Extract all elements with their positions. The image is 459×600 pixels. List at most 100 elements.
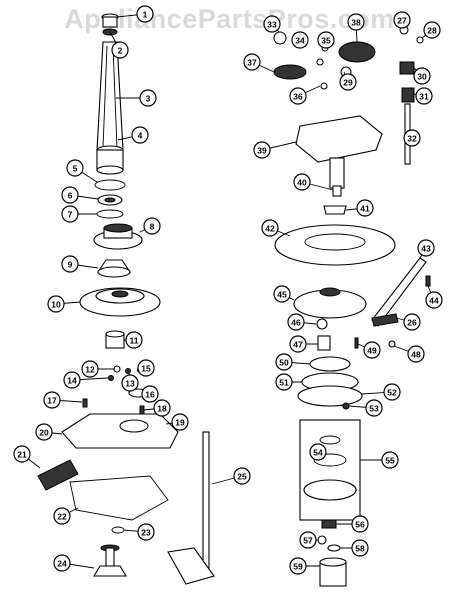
callout-circle	[363, 341, 381, 359]
callout-number: 46	[291, 318, 301, 328]
callout-circle	[13, 445, 31, 463]
callout-number: 58	[355, 544, 365, 554]
callout-number: 12	[85, 365, 95, 375]
callout-circle	[351, 515, 369, 533]
callout-33: 33	[263, 15, 281, 33]
callout-40: 40	[293, 173, 311, 191]
callout-circle	[243, 53, 261, 71]
callout-number: 4	[138, 131, 143, 141]
callout-32: 32	[403, 129, 421, 147]
callout-23: 23	[137, 523, 155, 541]
callout-number: 30	[417, 72, 427, 82]
callout-37: 37	[243, 53, 261, 71]
callout-circle	[293, 173, 311, 191]
callout-22: 22	[53, 507, 71, 525]
callout-number: 38	[351, 18, 361, 28]
callout-48: 48	[407, 345, 425, 363]
callout-circle	[53, 554, 71, 572]
callout-circle	[317, 31, 335, 49]
callout-28: 28	[423, 21, 441, 39]
callout-number: 10	[51, 300, 61, 310]
callout-45: 45	[273, 285, 291, 303]
callout-number: 13	[125, 379, 135, 389]
callout-57: 57	[299, 531, 317, 549]
callout-circle	[347, 13, 365, 31]
callout-circle	[275, 373, 293, 391]
callout-number: 40	[297, 178, 307, 188]
callout-number: 56	[355, 520, 365, 530]
leader-lines	[21, 13, 435, 569]
callout-circle	[139, 89, 157, 107]
callout-circle	[299, 531, 317, 549]
callout-number: 32	[407, 134, 417, 144]
callout-number: 8	[150, 222, 155, 232]
callout-number: 28	[427, 26, 437, 36]
callout-number: 18	[157, 404, 167, 414]
callout-41: 41	[356, 199, 374, 217]
callout-59: 59	[289, 557, 307, 575]
callout-circle	[287, 313, 305, 331]
callout-circle	[393, 11, 411, 29]
callout-17: 17	[43, 391, 61, 409]
callout-number: 9	[68, 260, 73, 270]
callout-number: 25	[237, 472, 247, 482]
callout-number: 27	[397, 16, 407, 26]
callout-15: 15	[137, 359, 155, 377]
callout-36: 36	[289, 87, 307, 105]
callout-18: 18	[153, 399, 171, 417]
callout-53: 53	[365, 399, 383, 417]
callout-7: 7	[61, 205, 79, 223]
callout-number: 47	[293, 340, 303, 350]
callout-circle	[289, 335, 307, 353]
callout-13: 13	[121, 374, 139, 392]
callout-9: 9	[61, 255, 79, 273]
callout-38: 38	[347, 13, 365, 31]
callout-number: 22	[57, 512, 67, 522]
callout-circle	[66, 159, 84, 177]
callout-number: 5	[73, 164, 78, 174]
callout-circle	[35, 423, 53, 441]
callout-circle	[61, 205, 79, 223]
callout-number: 54	[313, 448, 323, 458]
callout-circle	[153, 399, 171, 417]
callout-34: 34	[291, 31, 309, 49]
callout-number: 15	[141, 364, 151, 374]
callout-number: 26	[407, 318, 417, 328]
callout-51: 51	[275, 373, 293, 391]
callout-circle	[111, 41, 129, 59]
callout-number: 6	[68, 191, 73, 201]
callout-number: 33	[267, 20, 277, 30]
callout-55: 55	[381, 451, 399, 469]
callout-circle	[273, 285, 291, 303]
callout-circle	[309, 443, 327, 461]
callout-circle	[381, 451, 399, 469]
callout-number: 51	[279, 378, 289, 388]
callout-number: 57	[303, 536, 313, 546]
callout-circle	[289, 557, 307, 575]
callout-52: 52	[383, 383, 401, 401]
callout-circle	[263, 15, 281, 33]
callout-circle	[137, 359, 155, 377]
callout-47: 47	[289, 335, 307, 353]
callout-21: 21	[13, 445, 31, 463]
callout-circle	[356, 199, 374, 217]
callout-circle	[253, 141, 271, 159]
callout-circle	[63, 371, 81, 389]
callout-number: 55	[385, 456, 395, 466]
callout-number: 3	[146, 94, 151, 104]
callout-circle	[423, 21, 441, 39]
callout-43: 43	[417, 239, 435, 257]
callout-circle	[233, 467, 251, 485]
callout-number: 19	[175, 418, 185, 428]
parts-drawing	[37, 13, 431, 587]
callout-26: 26	[403, 313, 421, 331]
callout-circle	[417, 239, 435, 257]
callout-number: 48	[411, 350, 421, 360]
watermark: AppliancePartsPros.com	[64, 4, 395, 34]
callout-19: 19	[171, 413, 189, 431]
callout-1: 1	[136, 5, 154, 23]
callout-10: 10	[47, 295, 65, 313]
callout-number: 42	[265, 224, 275, 234]
callout-circle	[413, 67, 431, 85]
